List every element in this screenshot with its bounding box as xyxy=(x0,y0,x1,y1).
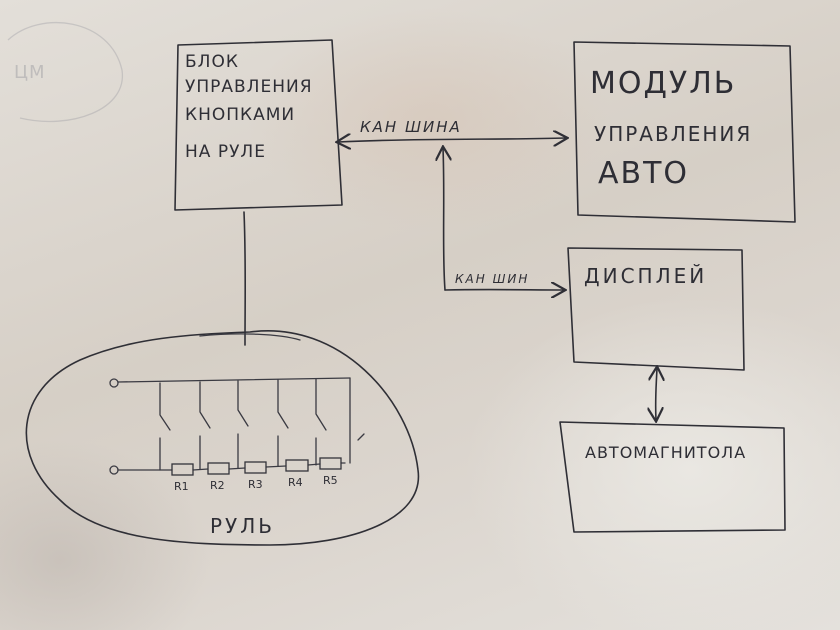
steering-unit-line-3: КНОПКАМИ xyxy=(185,105,296,125)
auto-module-line-2: УПРАВЛЕНИЯ xyxy=(594,122,753,146)
auto-module-line-3: АВТО xyxy=(598,156,690,191)
auto-module-line-1: МОДУЛЬ xyxy=(590,66,737,101)
auto-control-module-box xyxy=(573,41,796,223)
resistor-r1 xyxy=(171,463,194,476)
display-radio-arrow xyxy=(656,368,657,420)
resistor-label-r1: R1 xyxy=(174,480,189,493)
steering-control-unit-box xyxy=(174,39,343,211)
can-bus-lower-label: КАН ШИН xyxy=(455,272,530,286)
resistor-r3 xyxy=(244,461,267,474)
resistor-r2 xyxy=(207,462,230,475)
display-box xyxy=(567,247,745,371)
faint-watermark: ЦМ xyxy=(14,62,46,83)
display-label: ДИСПЛЕЙ xyxy=(584,264,708,288)
steering-unit-line-1: БЛОК xyxy=(185,52,239,72)
can-bus-top-arrow xyxy=(338,138,566,142)
steering-unit-line-4: НА РУЛЕ xyxy=(185,142,266,162)
steering-wheel-outline xyxy=(25,330,420,546)
car-radio-label: АВТОМАГНИТОЛА xyxy=(585,443,747,462)
resistor-label-r4: R4 xyxy=(288,476,303,489)
steering-wire xyxy=(243,211,247,346)
circuit-bottom-rail-segments xyxy=(192,462,346,471)
can-bus-vertical xyxy=(443,148,445,291)
terminal-bottom xyxy=(109,465,119,475)
can-bus-top-label: КАН ШИНА xyxy=(360,118,462,136)
steering-wheel-junction xyxy=(199,333,301,341)
resistor-label-r3: R3 xyxy=(248,478,263,491)
car-radio-box xyxy=(559,421,786,533)
resistor-label-r5: R5 xyxy=(323,474,338,487)
steering-wheel-label: РУЛЬ xyxy=(210,514,276,538)
switch-branches xyxy=(159,377,365,471)
steering-unit-line-2: УПРАВЛЕНИЯ xyxy=(185,77,313,97)
resistor-label-r2: R2 xyxy=(210,479,225,492)
erased-circle xyxy=(7,21,123,122)
resistor-r5 xyxy=(319,457,342,470)
resistor-r4 xyxy=(285,459,309,472)
circuit-top-rail xyxy=(117,377,351,383)
terminal-top xyxy=(109,378,119,388)
